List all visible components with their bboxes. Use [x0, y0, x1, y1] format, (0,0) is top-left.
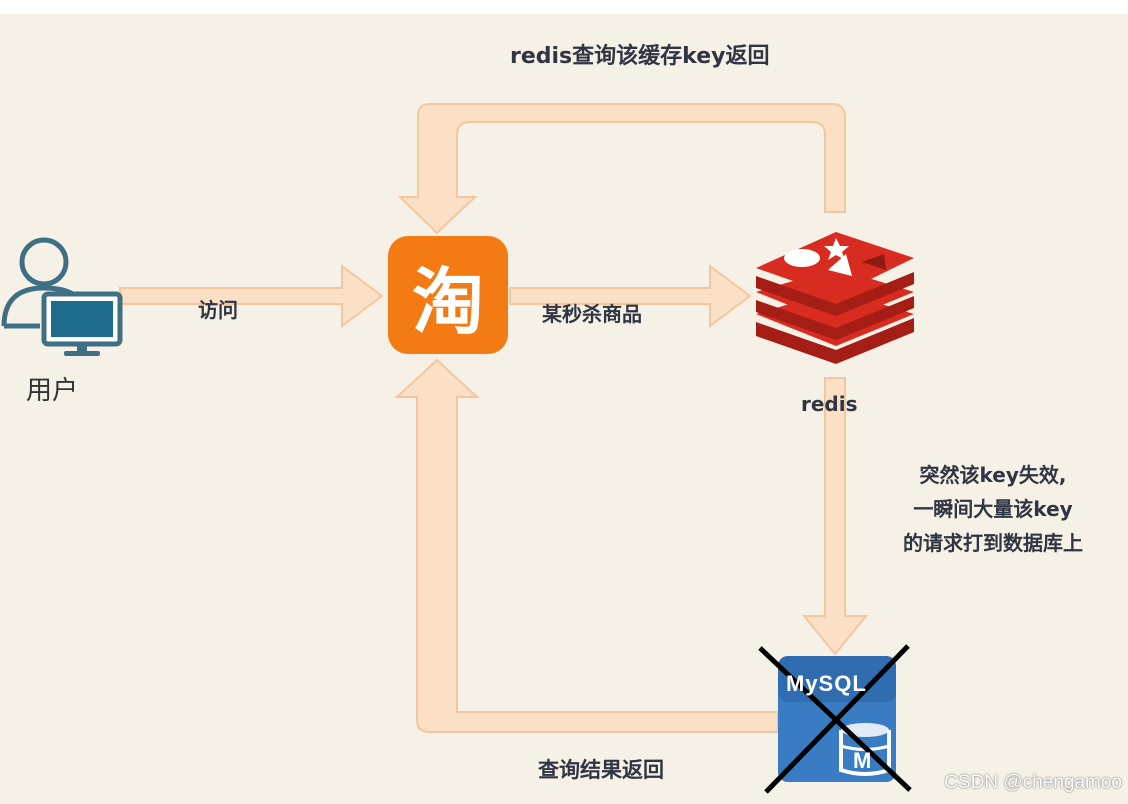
arrow-redis-to-mysql	[801, 377, 869, 656]
watermark: CSDN @chengamoo	[944, 772, 1122, 793]
user-label: 用户	[26, 376, 79, 406]
arrow-seckill	[509, 264, 752, 328]
arrow-redis-to-taobao	[397, 103, 846, 235]
user-computer-icon	[1, 237, 123, 356]
cache-invalidation-note: 突然该key失效, 一瞬间大量该key 的请求打到数据库上	[860, 458, 1126, 560]
cross-icon	[758, 644, 912, 794]
arrow-mysql-to-taobao	[394, 358, 779, 733]
note-line: 突然该key失效,	[919, 463, 1067, 487]
redis-label: redis	[801, 392, 858, 416]
note-line: 一瞬间大量该key	[913, 497, 1073, 521]
redis-logo-icon	[756, 232, 914, 364]
note-line: 的请求打到数据库上	[903, 531, 1083, 555]
top-band	[0, 0, 1128, 14]
visit-label: 访问	[198, 298, 238, 322]
query-return-label: 查询结果返回	[538, 758, 664, 782]
arrow-visit	[119, 264, 384, 328]
redis-return-label: redis查询该缓存key返回	[510, 44, 770, 69]
seckill-product-label: 某秒杀商品	[542, 302, 642, 326]
taobao-logo-icon	[388, 236, 508, 354]
